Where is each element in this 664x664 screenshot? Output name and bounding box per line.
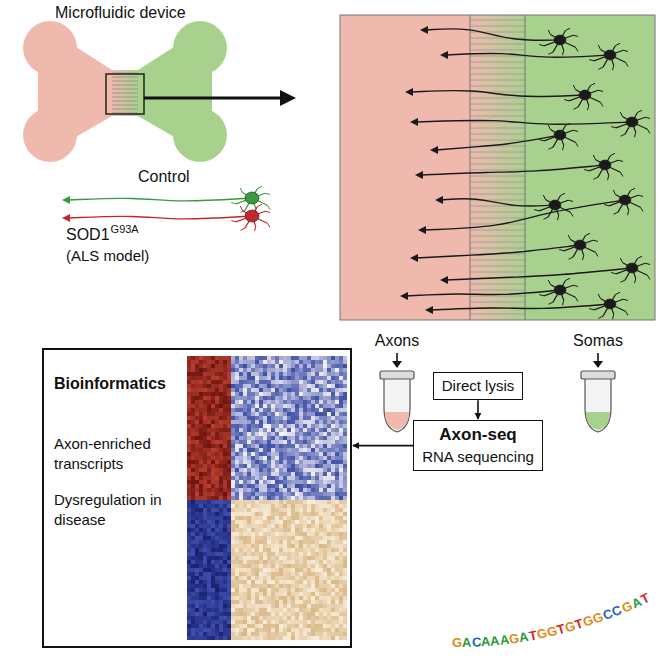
panel-item: Dysregulation in disease	[54, 490, 164, 529]
sequence-text: GACAAAGATGGTGTGGCCGAT	[452, 636, 649, 649]
panel-item: Axon-enriched transcripts	[54, 434, 164, 473]
device-title: Microfluidic device	[55, 4, 186, 22]
superscript-label: G93A	[111, 223, 139, 235]
sample-tube: Somas	[566, 332, 630, 434]
panel-heading: Bioinformatics	[54, 374, 166, 395]
box-text: RNA sequencing	[422, 447, 534, 467]
tube-label: Axons	[365, 332, 429, 350]
analysis-panel: BioinformaticsAxon-enriched transcriptsD…	[42, 348, 352, 648]
heatmap	[187, 356, 347, 640]
process-box: Direct lysis	[433, 372, 524, 400]
sample-tube: Axons	[365, 332, 429, 434]
neuron-icons	[62, 186, 270, 231]
flow-arrow	[477, 400, 479, 419]
process-box: Axon-seqRNA sequencing	[413, 420, 543, 471]
condition-label: Control	[138, 168, 190, 186]
chamber-panel	[340, 15, 655, 320]
condition-label: SOD1	[66, 226, 110, 244]
box-text: Axon-seq	[422, 424, 534, 447]
device-drawing	[23, 21, 296, 162]
condition-note: (ALS model)	[66, 247, 149, 264]
flow-arrow	[353, 445, 413, 447]
box-text: Direct lysis	[442, 376, 515, 396]
tube-drawing	[566, 350, 630, 434]
tube-label: Somas	[566, 332, 630, 350]
